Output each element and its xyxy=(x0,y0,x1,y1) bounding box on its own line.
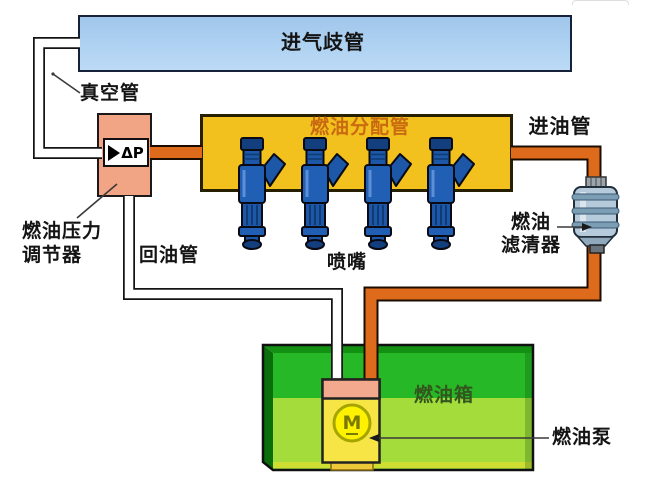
fuel-pump: M xyxy=(321,378,381,471)
inlet-pipe xyxy=(511,145,602,186)
pump-motor-icon xyxy=(332,403,372,443)
tank-left-face xyxy=(263,345,273,470)
fuel-tank xyxy=(261,343,535,472)
return-pipe xyxy=(123,196,343,381)
tank-bottom-highlight xyxy=(273,462,533,468)
fuel-injector-3 xyxy=(363,136,413,251)
pump-top-connector xyxy=(321,378,381,400)
tank-right-shade xyxy=(525,353,533,470)
pressure-regulator-label-line2: 调节器 xyxy=(22,244,83,266)
regulator-leader-line xyxy=(76,183,118,219)
injector-label: 喷嘴 xyxy=(326,251,367,273)
vacuum-leader-line xyxy=(52,73,81,94)
leader-lines xyxy=(51,72,592,442)
pressure-regulator-label-line1: 燃油压力 xyxy=(22,220,103,242)
fuel-filter xyxy=(571,176,620,254)
vacuum-pipe xyxy=(33,37,102,159)
tank-top-face xyxy=(263,345,533,353)
pump-motor-letter: M xyxy=(343,412,362,434)
inlet-pipe-label: 进油管 xyxy=(528,114,592,138)
fuel-rail-label: 燃油分配管 xyxy=(309,116,410,138)
delta-p-indicator: ΔP xyxy=(103,138,149,167)
fuel-injector-4 xyxy=(426,136,476,251)
vacuum-pipe-label: 真空管 xyxy=(80,82,141,104)
fuel-filter-label-line2: 滤清器 xyxy=(500,234,561,256)
arrow-right-icon xyxy=(582,223,592,231)
filter-bottom-taper xyxy=(576,236,615,247)
fuel-filter-label-line1: 燃油 xyxy=(510,211,551,233)
filter-ring xyxy=(571,207,620,215)
fuel-pump-label: 燃油泵 xyxy=(552,426,613,448)
filter-bottom-nipple xyxy=(589,244,605,254)
filter-ring xyxy=(571,193,620,201)
intake-manifold-bar xyxy=(78,15,572,72)
arrow-left-icon xyxy=(369,434,379,442)
cropped-edge-artifact xyxy=(572,0,629,5)
tank-outline xyxy=(261,343,535,472)
filter-to-pump-pipe xyxy=(363,246,602,382)
tank-front-upper xyxy=(273,353,533,398)
intake-manifold-label: 进气歧管 xyxy=(281,30,365,54)
fuel-injector-1 xyxy=(237,136,287,251)
delta-p-label: ΔP xyxy=(121,143,144,162)
triangle-right-icon xyxy=(108,144,121,161)
return-pipe-label: 回油管 xyxy=(139,244,200,266)
tank-front-lower xyxy=(273,398,533,470)
fuel-injector-2 xyxy=(300,136,350,251)
fuel-tank-label: 燃油箱 xyxy=(413,384,474,406)
